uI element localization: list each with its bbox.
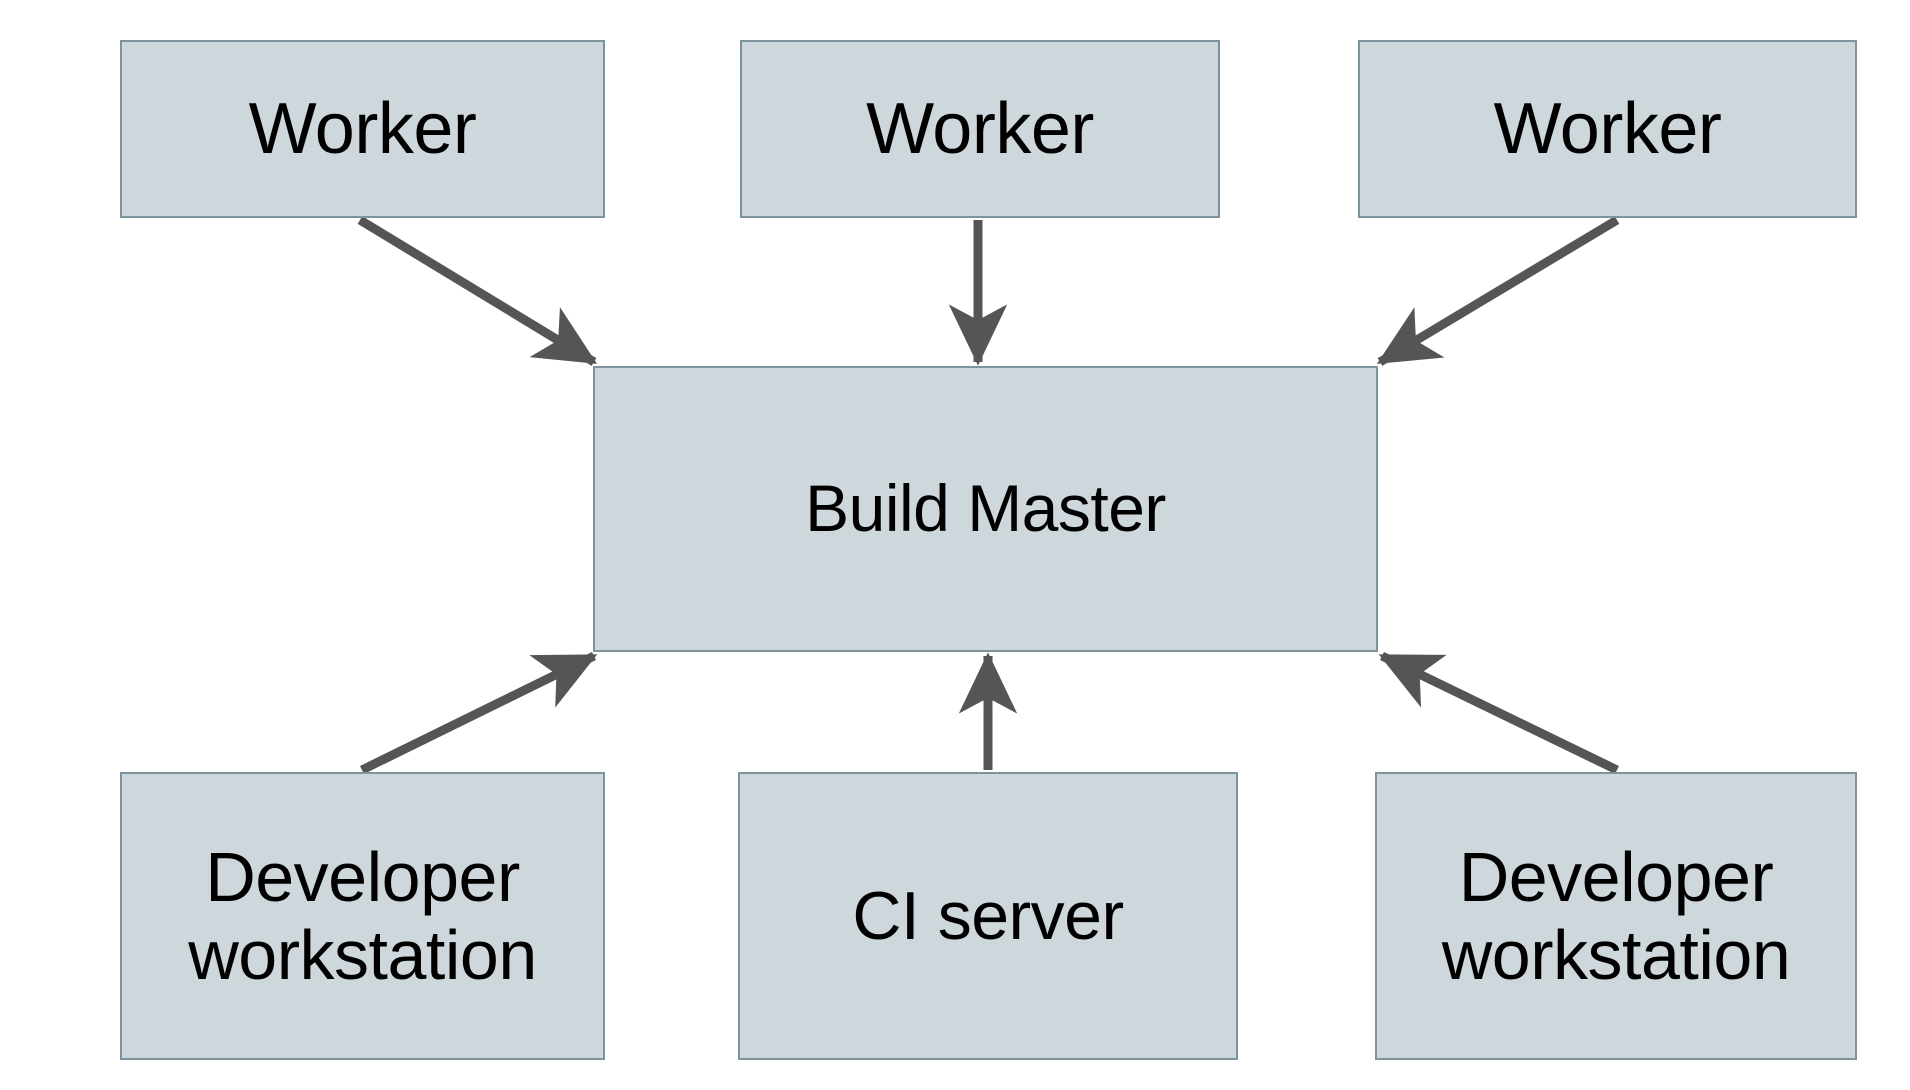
node-ci-server[interactable]: CI server: [738, 772, 1238, 1060]
node-developer-workstation-left[interactable]: Developer workstation: [120, 772, 605, 1060]
node-label: Developer workstation: [1441, 837, 1791, 994]
node-label: Worker: [866, 88, 1094, 169]
edge-worker-left-to-master: [357, 216, 598, 366]
edge-dev-right-to-master: [1378, 651, 1619, 775]
node-label: Worker: [248, 88, 477, 169]
node-build-master[interactable]: Build Master: [593, 366, 1378, 652]
node-label: Build Master: [805, 471, 1166, 546]
node-label: CI server: [852, 877, 1124, 954]
edge-worker-right-to-master: [1376, 216, 1620, 366]
node-label: Developer workstation: [188, 837, 537, 994]
node-worker-mid[interactable]: Worker: [740, 40, 1220, 218]
node-developer-workstation-right[interactable]: Developer workstation: [1375, 772, 1857, 1060]
node-label: Worker: [1493, 88, 1722, 169]
node-worker-left[interactable]: Worker: [120, 40, 605, 218]
node-worker-right[interactable]: Worker: [1358, 40, 1857, 218]
edge-dev-left-to-master: [360, 651, 598, 775]
